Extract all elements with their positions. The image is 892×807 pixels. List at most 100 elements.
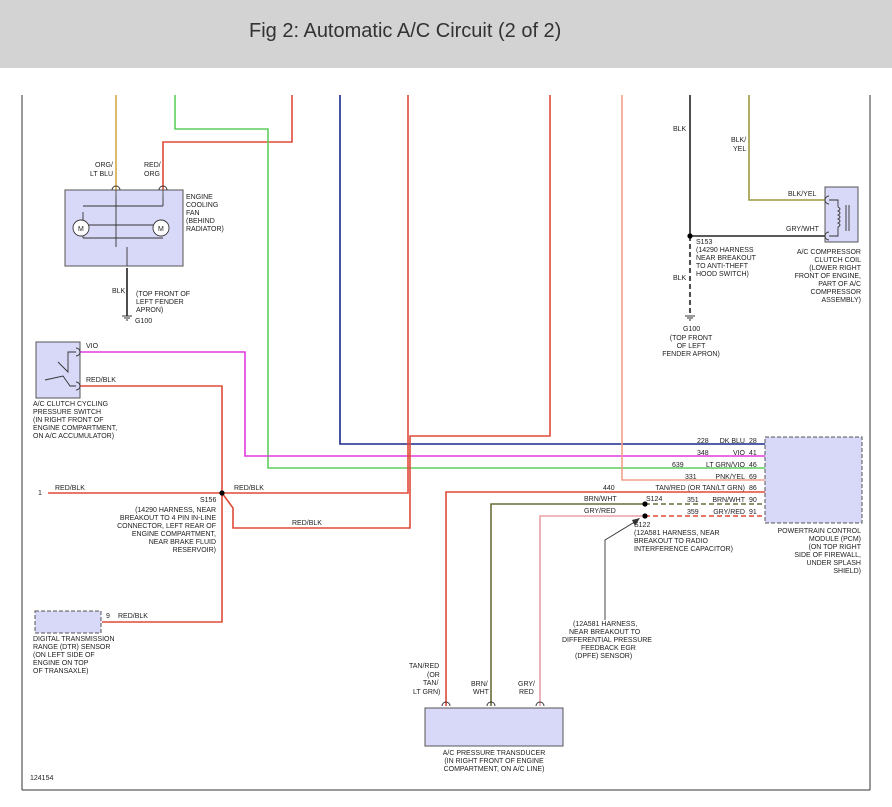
pcm-name-1: MODULE (PCM): [809, 536, 861, 543]
transducer-wire2-0: BRN/: [471, 681, 488, 688]
transducer-wire1-2: TAN/: [423, 680, 438, 687]
right-blk-top-label: BLK: [673, 126, 687, 133]
switch-red-blk-label: RED/BLK: [86, 377, 116, 384]
pcm-wire-0: DK BLU: [720, 438, 745, 445]
transducer-wire3-0: GRY/: [518, 681, 535, 688]
clutch-coil-icon: [836, 205, 850, 231]
dtr-name-2: (ON LEFT SIDE OF: [33, 652, 95, 659]
pcm-pin-6: 91: [749, 509, 757, 516]
fan-ground-id: G100: [135, 318, 152, 325]
s124-id: S124: [646, 496, 662, 503]
pcm-wire-6: GRY/RED: [713, 509, 745, 516]
pcm-circuit-2: 639: [672, 462, 684, 469]
wire-red-blk-lower: [221, 95, 551, 529]
dtr-pin-label: 9: [106, 613, 110, 620]
s156-id: S156: [200, 497, 216, 504]
s153-desc-2: TO ANTI-THEFT: [696, 263, 749, 270]
s153-id: S153: [696, 239, 712, 246]
right-ground-desc-2: FENDER APRON): [662, 351, 720, 358]
s156-desc-5: RESERVOIR): [173, 547, 216, 554]
ac-clutch-cycling-pressure-switch: [35, 341, 81, 399]
pcm-name-3: SIDE OF FIREWALL,: [794, 552, 861, 559]
figure-id: 124154: [30, 775, 53, 782]
dtr-name-3: ENGINE ON TOP: [33, 660, 89, 667]
compressor-name-3: FRONT OF ENGINE,: [795, 273, 861, 280]
pcm-name-5: SHIELD): [833, 568, 861, 575]
switch-vio-label: VIO: [86, 343, 99, 350]
ac-compressor-clutch-coil: [824, 186, 859, 243]
compressor-gry-wht-label: GRY/WHT: [786, 226, 820, 233]
fan-motor-2-icon: [152, 219, 170, 237]
pcm-wire-3: PNK/YEL: [715, 474, 745, 481]
dtr-name-4: OF TRANSAXLE): [33, 668, 89, 675]
switch-name-1: PRESSURE SWITCH: [33, 409, 101, 416]
left-wire-label: RED/BLK: [55, 485, 85, 492]
s153-desc-0: (14290 HARNESS: [696, 247, 754, 254]
dpfe-arrow: [604, 518, 640, 620]
switch-conn-vio: [75, 347, 81, 357]
pcm-circuit-0: 228: [697, 438, 709, 445]
dpfe-note-0: (12A581 HARNESS,: [573, 621, 637, 628]
header-bar: Fig 2: Automatic A/C Circuit (2 of 2): [0, 0, 892, 68]
fan-connector-arc-2: [158, 185, 168, 191]
s153-desc-3: HOOD SWITCH): [696, 271, 749, 278]
fan-wire2-label-0: RED/: [144, 162, 161, 169]
pcm-circuit-4: 440: [603, 485, 615, 492]
labels: ORG/ LT BLU RED/ ORG BLK (TOP FRONT OF L…: [30, 126, 862, 782]
compressor-name-0: A/C COMPRESSOR: [797, 249, 861, 256]
s122-desc-0: (12A581 HARNESS, NEAR: [634, 530, 720, 537]
transducer-box: [424, 707, 564, 747]
wire-brn-wht: [490, 503, 645, 706]
right-ground-desc-1: OF LEFT: [677, 343, 707, 350]
fan-name-1: COOLING: [186, 202, 218, 209]
pcm-pin-0: 28: [749, 438, 757, 445]
dpfe-note-1: NEAR BREAKOUT TO: [569, 629, 641, 636]
compressor-box: [824, 186, 859, 243]
s156-desc-2: CONNECTOR, LEFT REAR OF: [117, 523, 216, 530]
ground-symbol-right-icon: [685, 315, 695, 321]
switch-box: [35, 341, 81, 399]
fan-ground-desc-0: (TOP FRONT OF: [136, 291, 190, 298]
compressor-name-5: COMPRESSOR: [810, 289, 861, 296]
engine-cooling-fan: M M ENGINE COOLING FAN (BEHIND RADIATOR): [64, 185, 224, 267]
compressor-name-4: PART OF A/C: [818, 281, 861, 288]
dtr-name-1: RANGE (DTR) SENSOR: [33, 644, 110, 651]
fan-name-0: ENGINE: [186, 194, 213, 201]
right-ground-id: G100: [683, 326, 700, 333]
dpfe-note-3: FEEDBACK EGR: [581, 645, 636, 652]
transducer-wire2-1: WHT: [473, 689, 490, 696]
s156-wire-lower-label: RED/BLK: [292, 520, 322, 527]
dtr-name-0: DIGITAL TRANSMISSION: [33, 636, 115, 643]
fan-motor-2-label: M: [158, 226, 164, 233]
wire-pnk-yel: [621, 95, 765, 481]
wires: [48, 95, 825, 706]
wire-red-blk-switch: [80, 385, 223, 623]
s156-desc-3: ENGINE COMPARTMENT,: [132, 531, 216, 538]
splice-s156: [219, 490, 225, 496]
wire-gry-red: [539, 515, 645, 706]
s122-desc-2: INTERFERENCE CAPACITOR): [634, 546, 733, 553]
pcm-name-4: UNDER SPLASH: [807, 560, 861, 567]
wire-tan-red: [445, 491, 765, 706]
pcm-name-0: POWERTRAIN CONTROL: [778, 528, 862, 535]
switch-name-3: ENGINE COMPARTMENT,: [33, 425, 117, 432]
s124-wire-label: BRN/WHT: [584, 496, 617, 503]
pcm-pin-3: 69: [749, 474, 757, 481]
right-blk-bottom-label: BLK: [673, 275, 687, 282]
wire-red-blk-main: [48, 95, 409, 494]
pcm-pin-1: 41: [749, 450, 757, 457]
dtr-wire-label: RED/BLK: [118, 613, 148, 620]
diagram-frame: [21, 95, 871, 791]
fan-name-4: RADIATOR): [186, 226, 224, 233]
pcm-pin-4: 86: [749, 485, 757, 492]
splice-points: [43, 233, 693, 519]
pcm-box: [764, 436, 863, 524]
s122-wire-label: GRY/RED: [584, 508, 616, 515]
s156-wire-right-label: RED/BLK: [234, 485, 264, 492]
s156-desc-4: NEAR BRAKE FLUID: [149, 539, 216, 546]
fan-wire2-label-1: ORG: [144, 171, 160, 178]
pcm-name-2: (ON TOP RIGHT: [808, 544, 861, 551]
wire-vio: [80, 351, 765, 457]
fan-ground-desc-2: APRON): [136, 307, 163, 314]
fan-name-3: (BEHIND: [186, 218, 215, 225]
